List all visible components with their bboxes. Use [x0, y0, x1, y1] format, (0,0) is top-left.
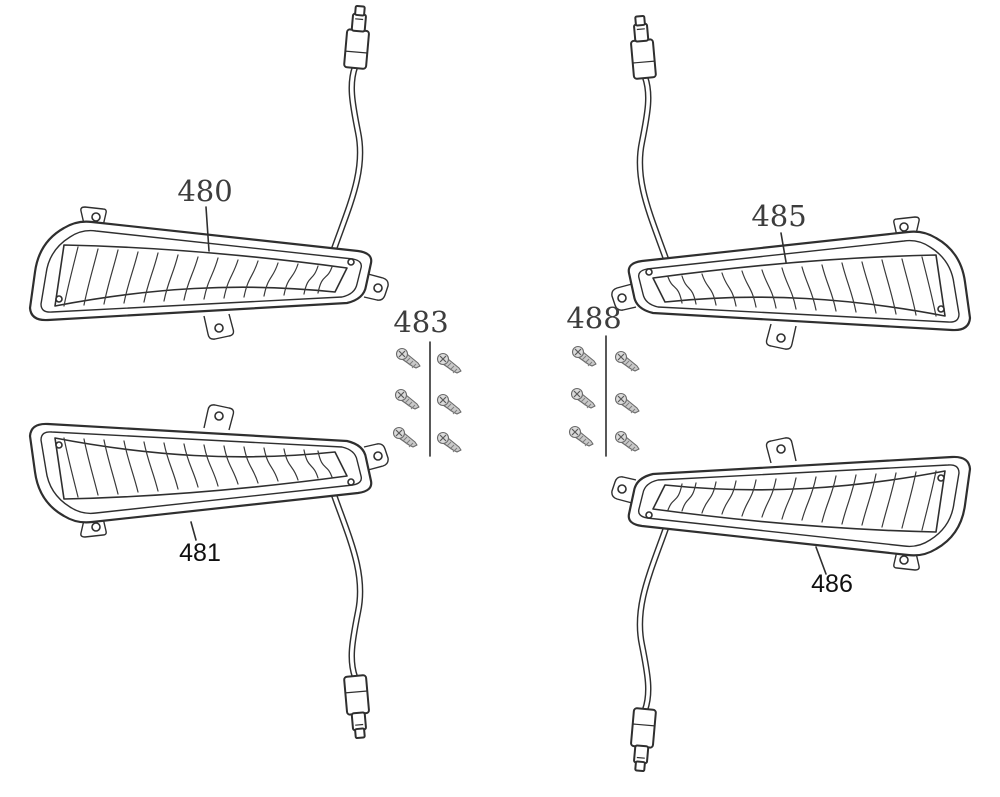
screw — [571, 345, 597, 367]
part-label-480: 480 — [177, 174, 232, 208]
leader-line-486 — [815, 546, 827, 575]
screw — [568, 425, 594, 447]
screw — [394, 388, 420, 410]
part-label-481: 481 — [179, 539, 221, 567]
screw — [614, 392, 640, 414]
lamp-assembly-486 — [612, 438, 970, 772]
screw — [436, 431, 462, 453]
leader-line-480 — [205, 206, 210, 252]
screw — [614, 430, 640, 452]
part-label-483: 483 — [393, 305, 448, 339]
screw-set-488 — [568, 345, 640, 452]
lamp-assembly-485 — [612, 15, 970, 349]
screw — [395, 347, 421, 369]
screw — [436, 352, 462, 374]
screw — [614, 350, 640, 372]
part-label-485: 485 — [751, 199, 806, 233]
leader-line-481 — [190, 521, 197, 541]
leader-line-485 — [780, 232, 787, 263]
screw-set-483 — [392, 347, 462, 453]
lamp-assembly-481 — [30, 405, 388, 739]
screw — [436, 393, 462, 415]
screw — [570, 387, 596, 409]
part-label-488: 488 — [566, 301, 621, 335]
lamp-assembly-480 — [30, 5, 388, 339]
screw — [392, 426, 418, 448]
part-label-486: 486 — [811, 570, 853, 598]
